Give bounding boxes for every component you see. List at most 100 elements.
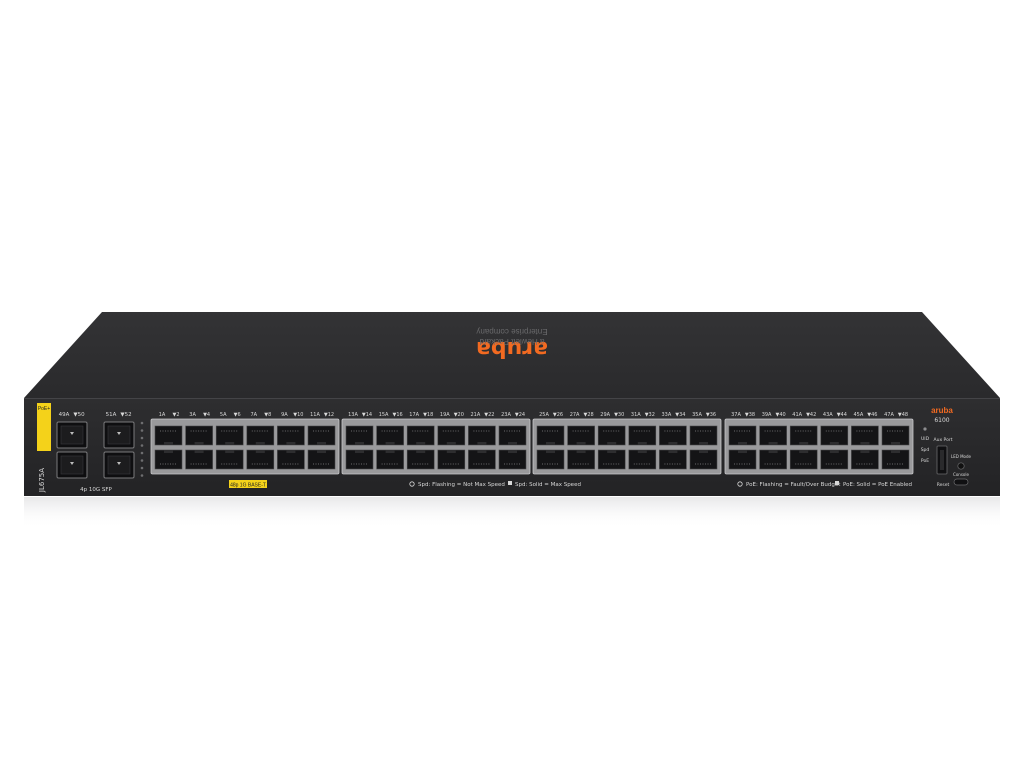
rj45-port[interactable] <box>307 425 336 446</box>
sfp-label-50: ▼50 <box>73 412 85 418</box>
rj45-port[interactable] <box>185 425 213 446</box>
port-label: 23A <box>501 412 511 418</box>
rj45-port[interactable] <box>468 425 496 446</box>
port-label: 15A <box>379 412 389 418</box>
rj45-port-block <box>150 418 914 475</box>
rj45-port[interactable] <box>437 425 466 446</box>
port-label: ▼42 <box>806 412 816 418</box>
rj45-port[interactable] <box>728 425 757 446</box>
sfp-port[interactable] <box>103 451 135 479</box>
rj45-port[interactable] <box>246 425 275 446</box>
rj45-port[interactable] <box>345 449 374 470</box>
console-label: Console <box>953 472 969 477</box>
legend-poe-flashing: PoE: Flashing = Fault/Over Budget <box>746 482 841 488</box>
port-label: 17A <box>409 412 419 418</box>
port-label: ▼18 <box>423 412 433 418</box>
rj45-port[interactable] <box>437 449 466 470</box>
port-label: 25A <box>539 412 549 418</box>
rj45-port[interactable] <box>185 449 213 470</box>
port-badge: 48p 1G BASE-T <box>230 483 266 489</box>
sfp-label-49a: 49A <box>59 412 70 418</box>
port-label: 11A <box>310 412 320 418</box>
rj45-port[interactable] <box>246 449 275 470</box>
led-mode-label: LED Mode <box>951 454 972 459</box>
rj45-port[interactable] <box>659 425 687 446</box>
rj45-port[interactable] <box>881 425 910 446</box>
port-label: ▼2 <box>172 412 179 418</box>
rj45-port[interactable] <box>851 449 879 470</box>
console-port[interactable] <box>953 478 969 486</box>
rj45-port[interactable] <box>689 449 718 470</box>
rj45-port[interactable] <box>728 449 757 470</box>
port-label: 9A <box>281 412 288 418</box>
rj45-port[interactable] <box>307 449 336 470</box>
port-label: ▼4 <box>203 412 210 418</box>
rj45-port[interactable] <box>536 425 565 446</box>
rj45-port[interactable] <box>567 425 595 446</box>
sfp-port[interactable] <box>56 421 88 449</box>
port-label: ▼14 <box>362 412 372 418</box>
rj45-port[interactable] <box>567 449 595 470</box>
rj45-port[interactable] <box>345 425 374 446</box>
rj45-port[interactable] <box>628 449 657 470</box>
port-label: ▼44 <box>837 412 847 418</box>
svg-text:aruba: aruba <box>476 336 548 361</box>
rj45-port[interactable] <box>820 425 849 446</box>
rj45-port[interactable] <box>789 425 818 446</box>
rj45-port[interactable] <box>154 449 183 470</box>
rj45-port[interactable] <box>154 425 183 446</box>
rj45-port[interactable] <box>406 449 435 470</box>
status-led <box>140 444 144 447</box>
model-code: JL675A <box>38 468 46 493</box>
port-label: 41A <box>792 412 802 418</box>
sfp-port-block: 49A ▼50 51A ▼52 4p 10G SFP <box>56 412 135 493</box>
rj45-port[interactable] <box>597 425 626 446</box>
rj45-port[interactable] <box>759 425 787 446</box>
rj45-port[interactable] <box>789 449 818 470</box>
port-label: 13A <box>348 412 358 418</box>
port-badge-bg <box>229 480 267 488</box>
rj45-port[interactable] <box>498 425 527 446</box>
port-label: ▼28 <box>583 412 593 418</box>
rj45-port[interactable] <box>851 425 879 446</box>
rj45-port[interactable] <box>759 449 787 470</box>
rj45-port[interactable] <box>498 449 527 470</box>
port-label: ▼8 <box>264 412 271 418</box>
port-label: ▼46 <box>867 412 877 418</box>
rj45-port[interactable] <box>277 449 305 470</box>
rj45-port[interactable] <box>215 449 244 470</box>
port-label: ▼26 <box>553 412 563 418</box>
rj45-port[interactable] <box>820 449 849 470</box>
series-number: 6100 <box>934 417 949 424</box>
port-label: ▼6 <box>234 412 241 418</box>
reset-label: Reset <box>937 482 950 488</box>
rj45-port[interactable] <box>376 449 404 470</box>
sfp-port[interactable] <box>56 451 88 479</box>
legend-spd-solid: Spd: Solid = Max Speed <box>515 482 581 488</box>
rj45-port[interactable] <box>376 425 404 446</box>
rj45-port[interactable] <box>659 449 687 470</box>
sfp-port[interactable] <box>103 421 135 449</box>
rj45-port[interactable] <box>215 425 244 446</box>
sun-icon <box>737 481 743 487</box>
brand-tagline-1: a Hewlett Packard <box>480 337 545 346</box>
brand-tagline-2: Enterprise company <box>476 327 547 336</box>
rj45-port[interactable] <box>597 449 626 470</box>
rj45-port[interactable] <box>406 425 435 446</box>
rj45-port[interactable] <box>536 449 565 470</box>
rj45-port[interactable] <box>689 425 718 446</box>
legend-spd-flashing: Spd: Flashing = Not Max Speed <box>418 482 505 488</box>
port-label: 21A <box>471 412 481 418</box>
rj45-port[interactable] <box>881 449 910 470</box>
port-label: 45A <box>854 412 864 418</box>
port-label: 47A <box>884 412 894 418</box>
rj45-port[interactable] <box>628 425 657 446</box>
led-mode-button[interactable] <box>957 462 965 470</box>
port-label: 3A <box>189 412 196 418</box>
port-label: 43A <box>823 412 833 418</box>
rj45-port[interactable] <box>277 425 305 446</box>
status-led <box>140 436 144 440</box>
port-label: 1A <box>159 412 166 418</box>
rj45-port[interactable] <box>468 449 496 470</box>
